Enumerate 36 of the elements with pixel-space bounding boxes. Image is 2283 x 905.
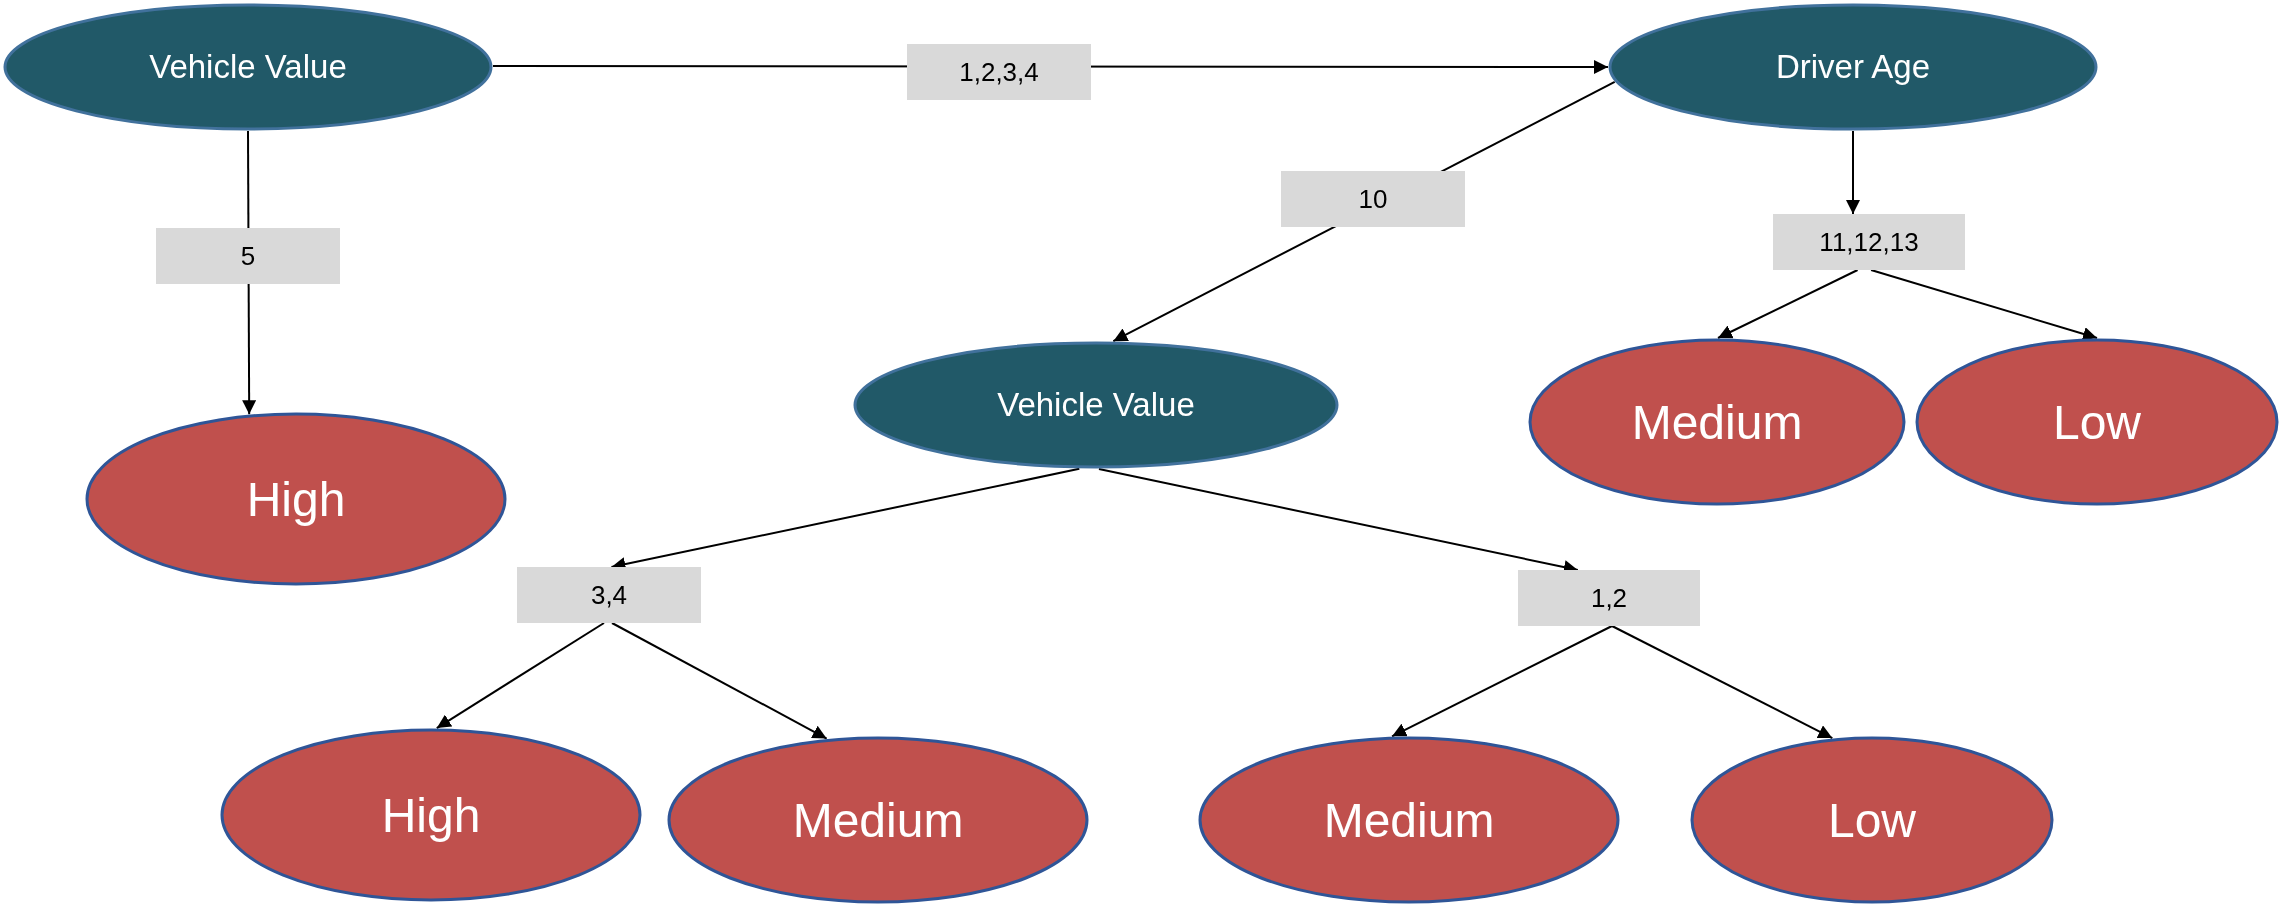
decision-ellipse (1608, 3, 2098, 131)
node-label: Medium (1631, 394, 1803, 450)
node-label: Medium (1323, 792, 1495, 848)
branch-box (517, 567, 701, 623)
decision-ellipse (3, 3, 493, 131)
outcome-ellipse (85, 412, 507, 586)
outcome-ellipse (1528, 338, 1906, 506)
decision-ellipse (853, 341, 1339, 469)
arrow (1611, 625, 1834, 739)
node-label: 1,2 (1590, 582, 1628, 614)
node-label: High (381, 787, 481, 843)
outcome-ellipse (667, 736, 1089, 904)
outcome-ellipse (220, 728, 642, 902)
edge-label: 1,2,3,4 (907, 44, 1091, 100)
arrow (1391, 625, 1613, 738)
edge-label: 5 (156, 228, 340, 284)
node-label: Low (2052, 394, 2142, 450)
node-label: Low (1827, 792, 1917, 848)
branch-box (1773, 214, 1965, 270)
edge-label: 10 (1281, 171, 1465, 227)
outcome-ellipse (1198, 736, 1620, 904)
arrow (1870, 269, 2098, 341)
node-label: Medium (792, 792, 964, 848)
arrow (1846, 130, 1860, 215)
branch-box (1518, 570, 1700, 626)
node-label: Driver Age (1775, 48, 1931, 86)
outcome-ellipse (1690, 736, 2054, 904)
outcome-ellipse (1915, 338, 2279, 506)
arrow (435, 622, 605, 730)
node-label: Vehicle Value (149, 48, 347, 86)
node-label: 3,4 (590, 579, 628, 611)
arrow (1717, 269, 1859, 339)
arrow (611, 622, 828, 740)
node-label: 11,12,13 (1819, 226, 1919, 258)
node-label: High (246, 471, 346, 527)
node-label: Vehicle Value (997, 386, 1195, 424)
